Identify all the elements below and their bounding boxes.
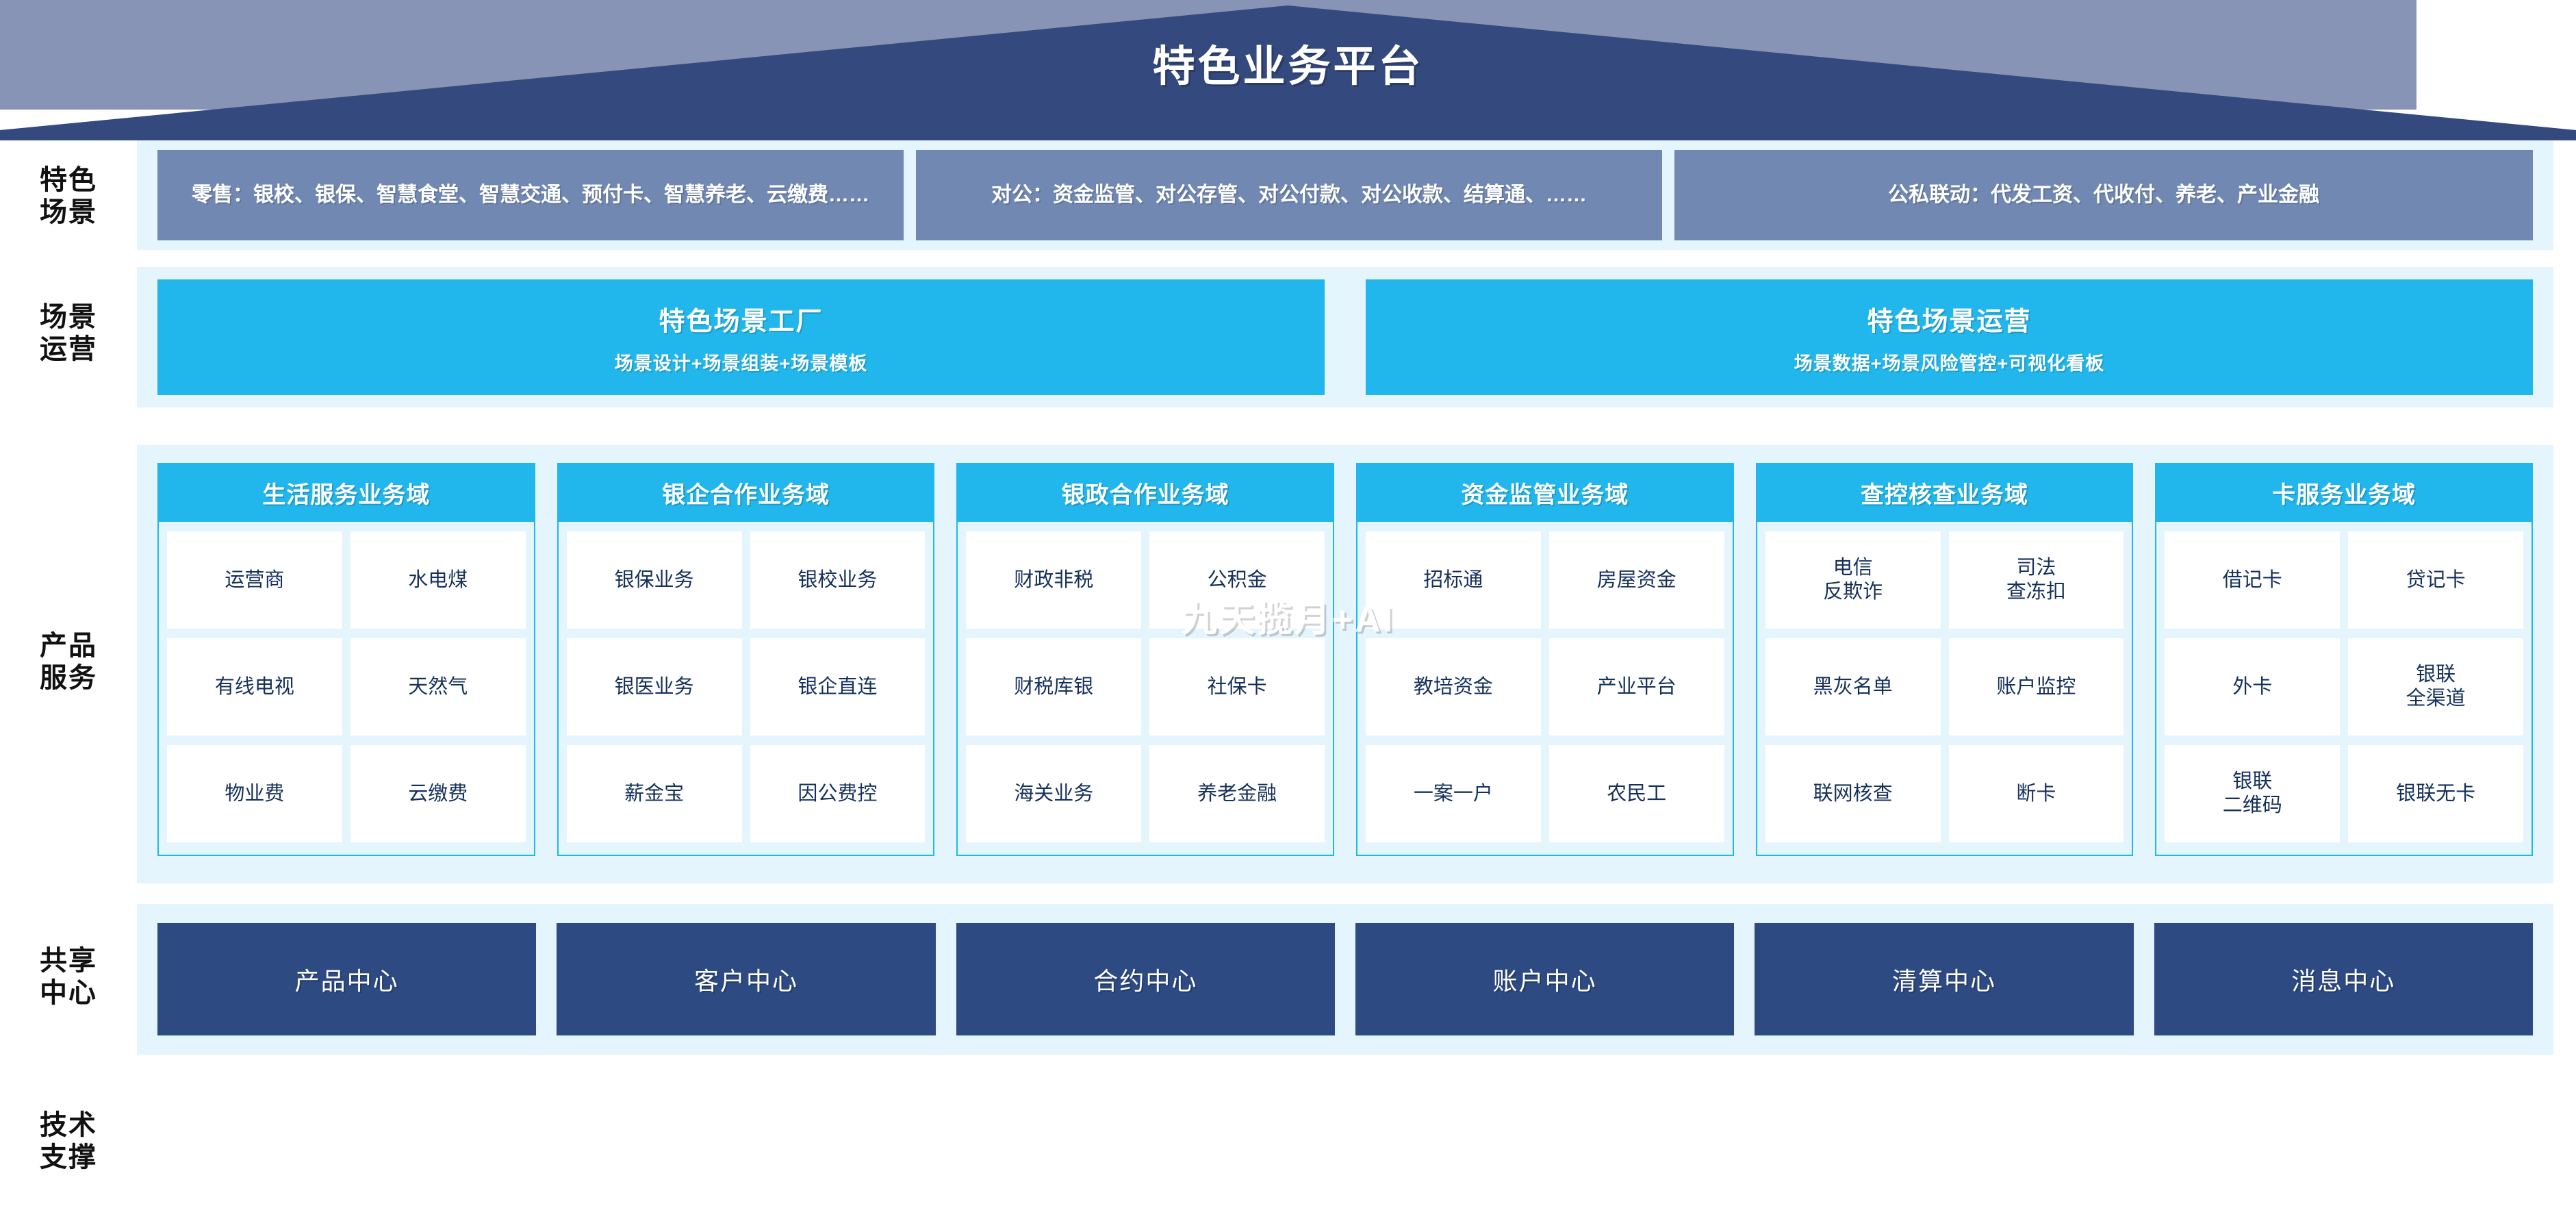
product-cell[interactable]: 房屋资金 xyxy=(1548,531,1724,629)
operation-title-scene-operation: 特色场景运营 xyxy=(1867,307,2032,336)
rail-label-shared-line1: 共享 xyxy=(40,946,97,976)
product-cell[interactable]: 银保业务 xyxy=(566,531,742,629)
product-cell[interactable]: 外卡 xyxy=(2165,638,2341,736)
product-cell[interactable]: 云缴费 xyxy=(350,745,526,842)
product-cell[interactable]: 社保卡 xyxy=(1149,638,1325,736)
product-column-bank-government: 银政合作业务域 财政非税 公积金 财税库银 社保卡 海关业务 养老金融 xyxy=(956,463,1335,856)
product-cell-grid-bank-enterprise: 银保业务 银校业务 银医业务 银企直连 薪金宝 因公费控 xyxy=(557,522,935,856)
rail-label-tech: 技术 支撑 xyxy=(0,1109,137,1174)
product-cell[interactable]: 司法 查冻扣 xyxy=(1948,531,2124,629)
tech-support-band: 九天揽月+AI xyxy=(0,0,2416,640)
product-cell[interactable]: 薪金宝 xyxy=(566,745,742,842)
shared-center-clearing[interactable]: 清算中心 xyxy=(1755,923,2134,1035)
product-column-title-investigation-control: 查控核查业务域 xyxy=(1755,463,2134,522)
operation-title-scene-factory: 特色场景工厂 xyxy=(659,307,824,336)
shared-center-customer[interactable]: 客户中心 xyxy=(557,923,936,1035)
product-cell[interactable]: 运营商 xyxy=(167,531,342,629)
operation-subtitle-scene-operation: 场景数据+场景风险管控+可视化看板 xyxy=(1794,353,2105,374)
product-cell[interactable]: 银校业务 xyxy=(750,531,926,629)
product-cell[interactable]: 银医业务 xyxy=(566,638,742,736)
product-column-title-life-service: 生活服务业务域 xyxy=(157,463,535,522)
product-cell[interactable]: 银企直连 xyxy=(750,638,926,736)
rail-label-scene-line1: 特色 xyxy=(40,165,97,195)
product-column-title-bank-enterprise: 银企合作业务域 xyxy=(557,463,935,522)
shared-center-contract[interactable]: 合约中心 xyxy=(956,923,1335,1035)
product-cell[interactable]: 贷记卡 xyxy=(2348,531,2524,629)
product-cell-grid-card-service: 借记卡 贷记卡 外卡 银联 全渠道 银联 二维码 银联无卡 xyxy=(2155,522,2534,856)
rail-label-shared-line2: 中心 xyxy=(40,978,97,1009)
rail-label-product: 产品 服务 xyxy=(0,630,137,694)
platform-header-roof: 特色业务平台 xyxy=(0,0,2576,140)
scene-band: 零售：银校、银保、智慧食堂、智慧交通、预付卡、智慧养老、云缴费…… 对公：资金监… xyxy=(137,140,2553,250)
product-column-life-service: 生活服务业务域 运营商 水电煤 有线电视 天然气 物业费 云缴费 xyxy=(157,463,535,856)
product-cell[interactable]: 财税库银 xyxy=(966,638,1142,736)
operation-card-scene-operation[interactable]: 特色场景运营 场景数据+场景风险管控+可视化看板 xyxy=(1366,279,2533,395)
page-title: 特色业务平台 xyxy=(1152,43,1424,90)
product-row: 生活服务业务域 运营商 水电煤 有线电视 天然气 物业费 云缴费 银企合作业务域… xyxy=(137,445,2553,883)
product-column-fund-supervision: 资金监管业务域 招标通 房屋资金 教培资金 产业平台 一案一户 农民工 xyxy=(1356,463,1734,856)
product-column-title-bank-government: 银政合作业务域 xyxy=(956,463,1335,522)
rail-label-scene-line2: 场景 xyxy=(40,197,97,228)
scene-row: 零售：银校、银保、智慧食堂、智慧交通、预付卡、智慧养老、云缴费…… 对公：资金监… xyxy=(137,140,2553,250)
shared-center-product[interactable]: 产品中心 xyxy=(157,923,537,1035)
product-cell[interactable]: 天然气 xyxy=(350,638,526,736)
product-cell[interactable]: 借记卡 xyxy=(2165,531,2341,629)
product-band: 生活服务业务域 运营商 水电煤 有线电视 天然气 物业费 云缴费 银企合作业务域… xyxy=(137,445,2553,883)
scene-card-retail[interactable]: 零售：银校、银保、智慧食堂、智慧交通、预付卡、智慧养老、云缴费…… xyxy=(157,150,904,240)
rail-label-shared: 共享 中心 xyxy=(0,945,137,1009)
product-cell-grid-fund-supervision: 招标通 房屋资金 教培资金 产业平台 一案一户 农民工 xyxy=(1356,522,1734,856)
rail-label-product-line1: 产品 xyxy=(40,631,97,661)
product-cell[interactable]: 养老金融 xyxy=(1149,745,1325,842)
shared-center-band: 产品中心 客户中心 合约中心 账户中心 清算中心 消息中心 xyxy=(137,904,2553,1055)
operation-band: 特色场景工厂 场景设计+场景组装+场景模板 特色场景运营 场景数据+场景风险管控… xyxy=(137,267,2553,407)
product-cell[interactable]: 账户监控 xyxy=(1948,638,2124,736)
product-cell[interactable]: 断卡 xyxy=(1948,745,2124,842)
rail-label-tech-line2: 支撑 xyxy=(40,1142,97,1173)
rail-label-tech-line1: 技术 xyxy=(40,1110,97,1140)
rail-label-scene: 特色 场景 xyxy=(0,164,137,229)
product-column-title-card-service: 卡服务业务域 xyxy=(2155,463,2534,522)
product-cell[interactable]: 电信 反欺诈 xyxy=(1765,531,1941,629)
product-cell[interactable]: 公积金 xyxy=(1149,531,1325,629)
product-cell[interactable]: 银联无卡 xyxy=(2348,745,2524,842)
product-cell[interactable]: 一案一户 xyxy=(1366,745,1541,842)
product-column-bank-enterprise: 银企合作业务域 银保业务 银校业务 银医业务 银企直连 薪金宝 因公费控 xyxy=(557,463,935,856)
product-cell[interactable]: 因公费控 xyxy=(750,745,926,842)
product-cell-grid-life-service: 运营商 水电煤 有线电视 天然气 物业费 云缴费 xyxy=(157,522,535,856)
product-cell[interactable]: 联网核查 xyxy=(1765,745,1941,842)
product-column-investigation-control: 查控核查业务域 电信 反欺诈 司法 查冻扣 黑灰名单 账户监控 联网核查 断卡 xyxy=(1755,463,2134,856)
roof-shape-icon xyxy=(0,5,2576,140)
row-label-rail: 特色 场景 场景 运营 产品 服务 共享 中心 技术 支撑 xyxy=(0,140,137,1232)
scene-card-corporate[interactable]: 对公：资金监管、对公存管、对公付款、对公收款、结算通、…… xyxy=(916,150,1662,240)
product-cell[interactable]: 物业费 xyxy=(167,745,342,842)
shared-center-row: 产品中心 客户中心 合约中心 账户中心 清算中心 消息中心 xyxy=(137,904,2553,1055)
rail-label-operation: 场景 运营 xyxy=(0,301,137,366)
scene-card-public-private[interactable]: 公私联动：代发工资、代收付、养老、产业金融 xyxy=(1674,150,2533,240)
operation-row: 特色场景工厂 场景设计+场景组装+场景模板 特色场景运营 场景数据+场景风险管控… xyxy=(137,267,2553,407)
product-cell[interactable]: 产业平台 xyxy=(1548,638,1724,736)
operation-subtitle-scene-factory: 场景设计+场景组装+场景模板 xyxy=(614,353,868,374)
product-column-card-service: 卡服务业务域 借记卡 贷记卡 外卡 银联 全渠道 银联 二维码 银联无卡 xyxy=(2155,463,2534,856)
product-cell[interactable]: 海关业务 xyxy=(966,745,1142,842)
product-cell-grid-bank-government: 财政非税 公积金 财税库银 社保卡 海关业务 养老金融 xyxy=(956,522,1335,856)
product-cell[interactable]: 银联 二维码 xyxy=(2165,745,2341,842)
shared-center-account[interactable]: 账户中心 xyxy=(1355,923,1735,1035)
product-cell[interactable]: 水电煤 xyxy=(350,531,526,629)
rail-label-operation-line2: 运营 xyxy=(40,334,97,365)
rail-label-operation-line1: 场景 xyxy=(40,302,97,332)
product-column-title-fund-supervision: 资金监管业务域 xyxy=(1356,463,1734,522)
operation-card-scene-factory[interactable]: 特色场景工厂 场景设计+场景组装+场景模板 xyxy=(157,279,1325,395)
product-cell[interactable]: 黑灰名单 xyxy=(1765,638,1941,736)
rail-label-product-line2: 服务 xyxy=(40,663,97,694)
product-cell[interactable]: 教培资金 xyxy=(1366,638,1541,736)
product-cell[interactable]: 银联 全渠道 xyxy=(2348,638,2524,736)
product-cell[interactable]: 财政非税 xyxy=(966,531,1142,629)
product-cell-grid-investigation-control: 电信 反欺诈 司法 查冻扣 黑灰名单 账户监控 联网核查 断卡 xyxy=(1755,522,2134,856)
product-cell[interactable]: 有线电视 xyxy=(167,638,342,736)
product-cell[interactable]: 农民工 xyxy=(1548,745,1724,842)
shared-center-message[interactable]: 消息中心 xyxy=(2154,923,2533,1035)
product-cell[interactable]: 招标通 xyxy=(1366,531,1541,629)
